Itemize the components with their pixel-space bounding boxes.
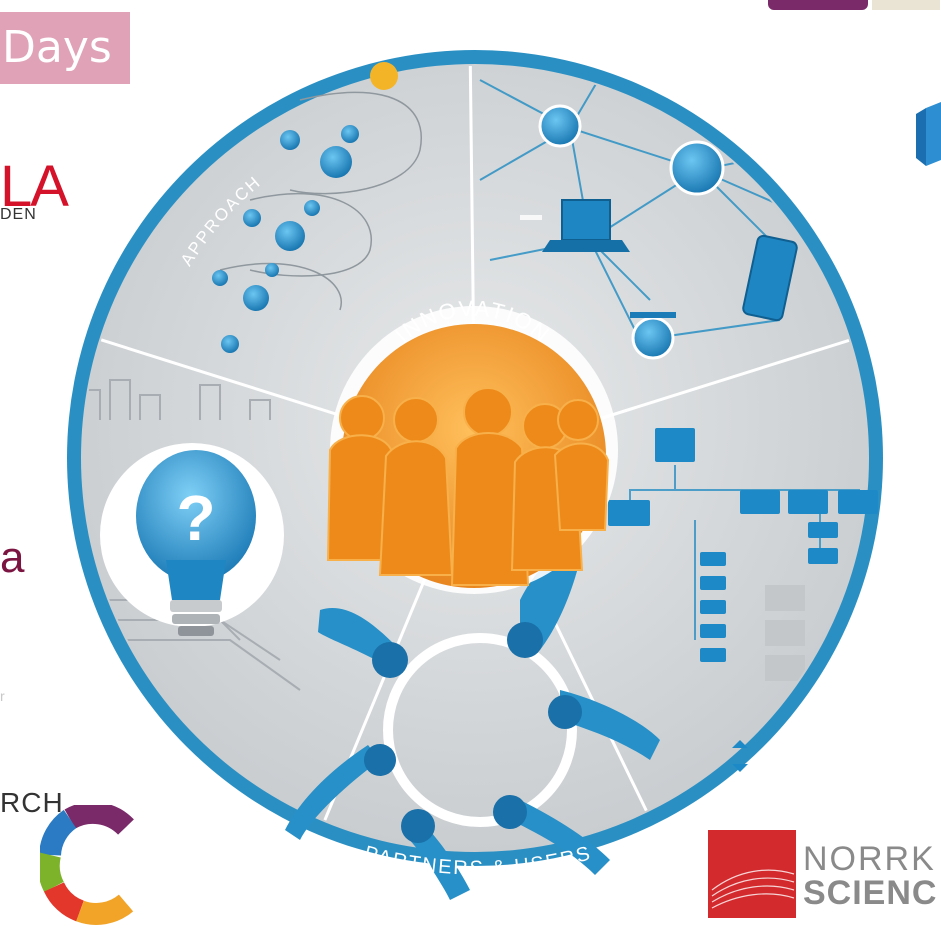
mgmt-grey-block [765,585,805,611]
grey-logo-fragment: r [0,688,5,704]
mgmt-grey-block [765,655,805,681]
partners-hands-ring [285,552,660,900]
purple-logo-fragment [768,0,868,10]
research-logo-text: RCH [0,787,64,818]
days-logo-text: Days [2,22,112,73]
norr-logo-text-line1: NORRK [803,840,936,878]
maroon-logo-fragment: a [0,533,25,582]
norr-logo-mark [708,830,796,918]
norr-logo-text-line2: SCIENC [803,874,938,912]
beige-logo-fragment [872,0,940,10]
c-logo [40,805,134,925]
mgmt-grey-block [765,620,805,646]
lightbulb-question-mark: ? [176,482,215,554]
segment-label-management: MANAGEMENT [872,500,941,652]
red-logo-subtitle: DEN [0,206,37,223]
innovation-center: INNOVATION [326,296,618,594]
ict-nodes [520,104,798,360]
approach-molecules [212,62,422,353]
red-logo-text: LA [0,154,69,219]
days-logo: Days [0,12,130,84]
management-org-chart [608,428,878,772]
blue-cube-logo [916,102,941,166]
research-lightbulb: ? [100,443,284,636]
